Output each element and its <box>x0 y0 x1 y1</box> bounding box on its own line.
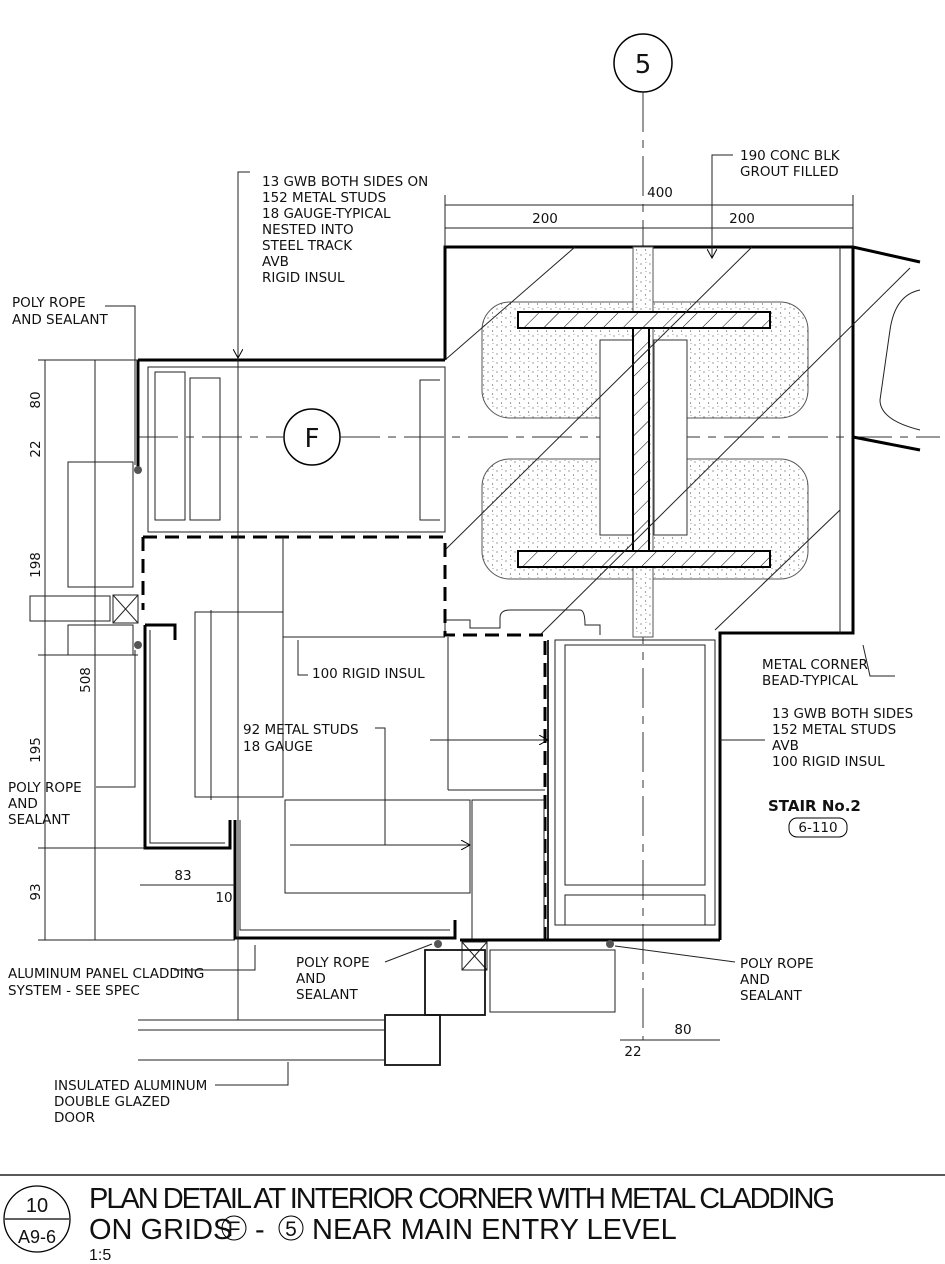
title-dash: - <box>255 1214 265 1246</box>
svg-text:SEALANT: SEALANT <box>740 988 802 1004</box>
svg-text:POLY ROPE: POLY ROPE <box>8 780 82 796</box>
svg-text:AND: AND <box>8 796 38 812</box>
title-block: 10 A9-6 PLAN DETAIL AT INTERIOR CORNER W… <box>0 1174 945 1264</box>
dim-22-right: 22 <box>624 1044 641 1060</box>
svg-text:80: 80 <box>28 391 44 408</box>
aluminum-panel-cladding <box>29 461 616 1066</box>
svg-text:195: 195 <box>28 737 44 763</box>
dim-top-total: 400 <box>647 185 673 201</box>
title-grid-5: 5 <box>285 1218 297 1241</box>
svg-text:DOUBLE GLAZED: DOUBLE GLAZED <box>54 1094 170 1110</box>
upper-stud-wall <box>136 358 446 533</box>
dims-left: 80 22 198 508 195 93 <box>28 391 94 900</box>
svg-text:SEALANT: SEALANT <box>296 987 358 1003</box>
rigid-insulation-outline <box>141 535 547 942</box>
concrete-block-column <box>443 245 921 940</box>
svg-text:AVB: AVB <box>772 738 799 754</box>
svg-text:18 GAUGE: 18 GAUGE <box>243 739 313 755</box>
detail-tag: 10 A9-6 <box>3 1185 71 1253</box>
svg-text:13 GWB BOTH SIDES: 13 GWB BOTH SIDES <box>772 706 913 722</box>
annotation-poly-rope-top: POLY ROPE AND SEALANT <box>12 295 109 328</box>
svg-text:508: 508 <box>78 667 94 693</box>
svg-text:INSULATED ALUMINUM: INSULATED ALUMINUM <box>54 1078 207 1094</box>
svg-text:AVB: AVB <box>262 254 289 270</box>
svg-text:POLY ROPE: POLY ROPE <box>296 955 370 971</box>
svg-text:STEEL TRACK: STEEL TRACK <box>262 238 353 254</box>
annotation-poly-rope-right: POLY ROPE AND SEALANT <box>740 956 814 1004</box>
leader-lines <box>96 154 895 1086</box>
dim-top-right: 200 <box>729 211 755 227</box>
svg-text:13 GWB BOTH SIDES ON: 13 GWB BOTH SIDES ON <box>262 174 428 190</box>
title-grid-f: F <box>228 1218 241 1241</box>
svg-text:AND: AND <box>740 972 770 988</box>
annotation-wall-top: 13 GWB BOTH SIDES ON 152 METAL STUDS 18 … <box>262 174 428 286</box>
svg-text:AND: AND <box>296 971 326 987</box>
svg-text:5: 5 <box>635 50 652 80</box>
dim-83: 83 <box>174 868 191 884</box>
svg-text:A9-6: A9-6 <box>18 1227 56 1247</box>
title-line-1: PLAN DETAIL AT INTERIOR CORNER WITH META… <box>89 1183 835 1215</box>
room-name: STAIR No.2 <box>768 797 861 815</box>
svg-text:DOOR: DOOR <box>54 1110 95 1126</box>
annotation-metal-studs: 92 METAL STUDS 18 GAUGE <box>243 722 359 755</box>
annotation-poly-rope-left: POLY ROPE AND SEALANT <box>8 780 82 828</box>
svg-text:AND SEALANT: AND SEALANT <box>12 312 109 328</box>
dim-top-left: 200 <box>532 211 558 227</box>
svg-text:100 RIGID INSUL: 100 RIGID INSUL <box>772 754 885 770</box>
svg-text:ALUMINUM PANEL CLADDING: ALUMINUM PANEL CLADDING <box>8 966 204 982</box>
annotation-cladding: ALUMINUM PANEL CLADDING SYSTEM - SEE SPE… <box>8 966 204 999</box>
svg-text:POLY ROPE: POLY ROPE <box>740 956 814 972</box>
svg-text:NESTED INTO: NESTED INTO <box>262 222 354 238</box>
annotation-wall-right: 13 GWB BOTH SIDES 152 METAL STUDS AVB 10… <box>772 706 913 770</box>
svg-text:152 METAL STUDS: 152 METAL STUDS <box>772 722 896 738</box>
title-scale: 1:5 <box>89 1247 111 1264</box>
annotation-rigid-insul: 100 RIGID INSUL <box>312 666 425 682</box>
dim-80-right: 80 <box>674 1022 691 1038</box>
svg-text:22: 22 <box>28 440 44 457</box>
svg-text:92 METAL STUDS: 92 METAL STUDS <box>243 722 359 738</box>
svg-text:SEALANT: SEALANT <box>8 812 70 828</box>
svg-text:152 METAL STUDS: 152 METAL STUDS <box>262 190 386 206</box>
svg-text:RIGID INSUL: RIGID INSUL <box>262 270 345 286</box>
svg-text:GROUT FILLED: GROUT FILLED <box>740 164 839 180</box>
svg-text:F: F <box>305 424 320 454</box>
svg-text:METAL CORNER: METAL CORNER <box>762 657 868 673</box>
annotation-conc-blk: 190 CONC BLK GROUT FILLED <box>740 148 841 180</box>
dim-10: 10 <box>215 890 232 906</box>
svg-text:198: 198 <box>28 552 44 578</box>
title-line-2-start: ON GRIDS <box>89 1214 232 1246</box>
svg-text:POLY ROPE: POLY ROPE <box>12 295 86 311</box>
svg-text:93: 93 <box>28 883 44 900</box>
annotation-corner-bead: METAL CORNER BEAD-TYPICAL <box>762 657 868 689</box>
svg-text:10: 10 <box>26 1195 48 1217</box>
interior-stud-walls <box>194 611 722 942</box>
room-reference: 6-110 <box>788 817 848 838</box>
svg-text:190 CONC BLK: 190 CONC BLK <box>740 148 841 164</box>
svg-text:18 GAUGE-TYPICAL: 18 GAUGE-TYPICAL <box>262 206 391 222</box>
svg-text:SYSTEM - SEE SPEC: SYSTEM - SEE SPEC <box>8 983 140 999</box>
annotation-poly-rope-mid: POLY ROPE AND SEALANT <box>296 955 370 1003</box>
svg-text:6-110: 6-110 <box>798 820 837 836</box>
annotation-door: INSULATED ALUMINUM DOUBLE GLAZED DOOR <box>54 1078 207 1126</box>
title-line-2-end: NEAR MAIN ENTRY LEVEL <box>312 1214 677 1246</box>
svg-text:BEAD-TYPICAL: BEAD-TYPICAL <box>762 673 858 689</box>
